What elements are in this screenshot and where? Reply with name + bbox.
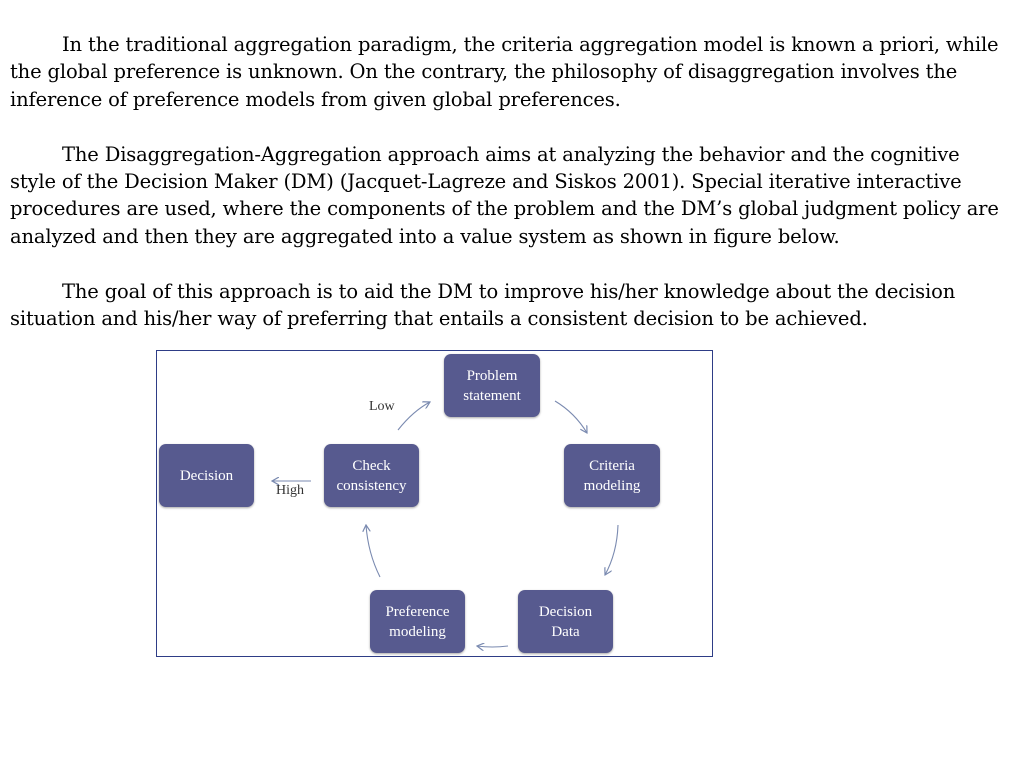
label-low: Low (369, 399, 395, 414)
text-body: In the traditional aggregation paradigm,… (10, 31, 1010, 360)
arrow-criteria-to-decisiondata (605, 524, 619, 575)
arrow-decisiondata-to-preference (477, 646, 509, 647)
label-high: High (276, 483, 304, 498)
node-check-consistency: Check consistency (324, 444, 419, 507)
node-decision-data: Decision Data (518, 590, 613, 653)
node-problem-statement: Problem statement (444, 354, 540, 417)
node-decision: Decision (159, 444, 254, 507)
arrow-problem-to-criteria (554, 400, 587, 433)
paragraph-aggregation-paradigm: In the traditional aggregation paradigm,… (10, 33, 999, 111)
paragraph-goal: The goal of this approach is to aid the … (10, 279, 956, 331)
arrow-preference-to-check (366, 525, 381, 578)
node-criteria-modeling: Criteria modeling (564, 444, 660, 507)
paragraph-disaggregation-approach: The Disaggregation-Aggregation approach … (10, 142, 999, 248)
arrow-check-to-problem (397, 402, 430, 431)
diagram-arrows (157, 400, 619, 658)
disaggregation-aggregation-diagram: Problem statement Criteria modeling Deci… (156, 350, 713, 657)
node-preference-modeling: Preference modeling (370, 590, 465, 653)
